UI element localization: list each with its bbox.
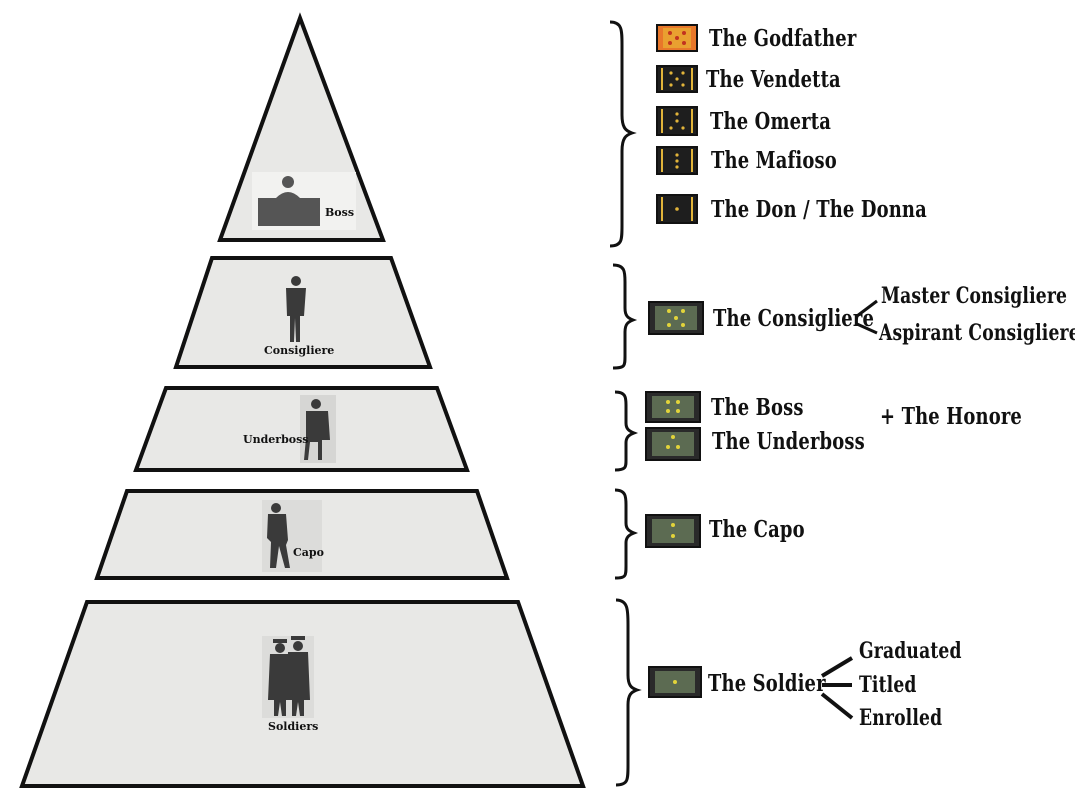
soldier-connectors bbox=[820, 656, 854, 720]
rank-soldier: The Soldier bbox=[708, 670, 826, 697]
mafioso-badge-icon bbox=[656, 146, 698, 175]
boss-desk-figure bbox=[252, 172, 356, 230]
rank-capo: The Capo bbox=[709, 516, 805, 543]
tier-label-boss: Boss bbox=[325, 206, 355, 219]
tier-label-capo: Capo bbox=[293, 546, 324, 559]
consigliere-badge-icon bbox=[648, 301, 704, 335]
rank-omerta: The Omerta bbox=[710, 108, 832, 135]
underboss-figure bbox=[300, 395, 336, 463]
don-badge-icon bbox=[656, 194, 698, 224]
tier-label-underboss: Underboss bbox=[243, 433, 309, 446]
rank-master-consigliere: Master Consigliere bbox=[881, 283, 1068, 309]
underboss-badge-icon bbox=[645, 427, 701, 461]
consigliere-figure bbox=[286, 276, 306, 342]
boss-badge-icon bbox=[645, 391, 701, 423]
brace-soldier-group bbox=[615, 598, 642, 787]
consigliere-connectors bbox=[856, 299, 878, 335]
rank-graduated: Graduated bbox=[859, 638, 962, 664]
tier-label-consigliere: Consigliere bbox=[264, 344, 335, 357]
rank-mafioso: The Mafioso bbox=[711, 147, 837, 174]
brace-boss-group bbox=[609, 20, 637, 248]
rank-vendetta: The Vendetta bbox=[706, 66, 841, 93]
rank-boss: The Boss bbox=[711, 394, 804, 421]
rank-titled: Titled bbox=[859, 672, 917, 698]
capo-badge-icon bbox=[645, 514, 701, 548]
tier-label-soldiers: Soldiers bbox=[268, 720, 319, 733]
vendetta-badge-icon bbox=[656, 65, 698, 93]
soldier-badge-icon bbox=[648, 666, 702, 698]
capo-figure bbox=[262, 500, 322, 572]
rank-godfather: The Godfather bbox=[709, 25, 857, 52]
brace-consigliere-group bbox=[612, 263, 638, 370]
rank-don-donna: The Don / The Donna bbox=[711, 196, 927, 223]
rank-honore-extra: + The Honore bbox=[880, 403, 1022, 430]
rank-aspirant-consigliere: Aspirant Consigliere bbox=[879, 320, 1075, 346]
rank-consigliere: The Consigliere bbox=[713, 305, 875, 332]
rank-enrolled: Enrolled bbox=[859, 705, 943, 731]
rank-underboss: The Underboss bbox=[712, 428, 865, 455]
brace-underboss-group bbox=[614, 390, 639, 472]
soldiers-figures bbox=[262, 636, 314, 718]
brace-capo-group bbox=[614, 488, 639, 580]
omerta-badge-icon bbox=[656, 106, 698, 136]
godfather-badge-icon bbox=[656, 24, 698, 52]
